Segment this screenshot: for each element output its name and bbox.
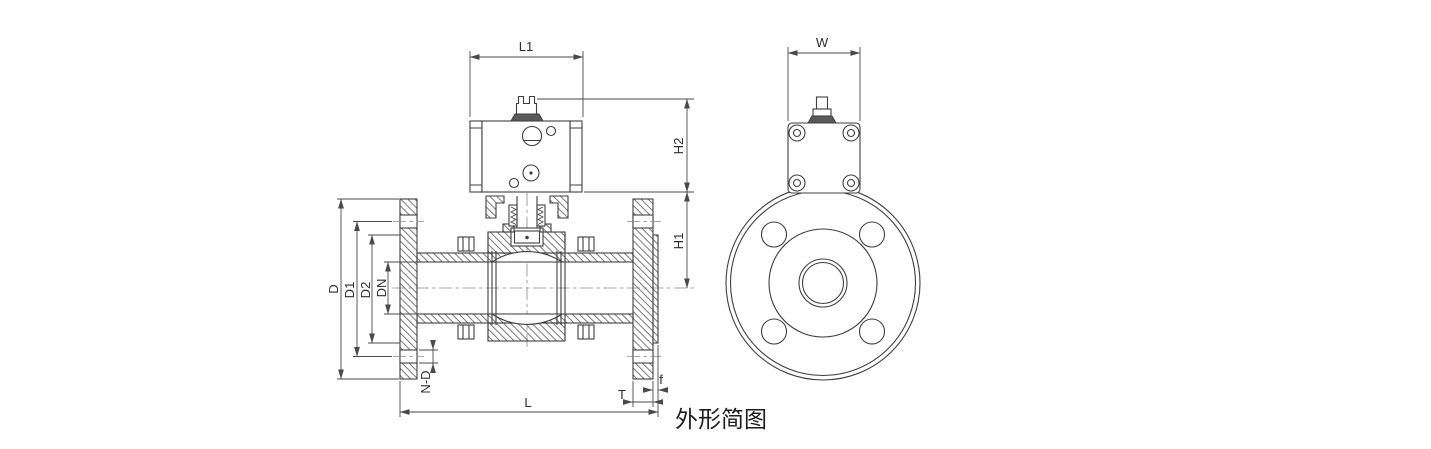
flange-od-circle (725, 185, 921, 381)
dim-label-d1: D1 (342, 282, 357, 299)
ball-bottom-arc (490, 313, 564, 325)
end-view: W (725, 35, 921, 381)
dim-label-dn: DN (374, 279, 389, 298)
spring-right (537, 206, 544, 225)
bracket-left (485, 195, 505, 219)
dim-label-d: D (326, 284, 341, 293)
dim-label-nd: N-D (418, 370, 433, 393)
dim-label-l1: L1 (519, 39, 533, 54)
spring-left (510, 206, 517, 225)
valve-body (416, 231, 634, 342)
actuator-screw (508, 177, 520, 189)
actuator-port-large (521, 125, 543, 147)
seat-rings (491, 251, 562, 325)
flange-face-circles (725, 185, 921, 381)
actuator-end-cap-right (569, 120, 583, 193)
dim-label-h1: H1 (671, 233, 686, 250)
stem-assembly (485, 195, 569, 247)
stem-end-top (815, 96, 829, 110)
actuator-port-small (545, 125, 557, 137)
dim-label-l: L (524, 395, 531, 410)
position-indicator (515, 95, 538, 115)
flange-bolt-holes (760, 221, 886, 345)
stem-shaft (516, 196, 538, 228)
dim-label-d2: D2 (358, 282, 373, 299)
stem-end-collar (812, 108, 832, 117)
dim-label-t: T (618, 387, 626, 402)
actuator-end-cap-left (469, 120, 483, 193)
stem-center-dot (525, 235, 529, 240)
bolt-hole (760, 318, 788, 345)
actuator-body (481, 120, 571, 193)
dim-label-h2: H2 (671, 138, 686, 155)
bolt-hole (760, 221, 788, 248)
dim-label-w: W (816, 35, 829, 50)
end-dimensions (787, 47, 861, 121)
bottom-cap (487, 322, 566, 342)
actuator-shaft-circle (522, 164, 540, 182)
flange-right (632, 198, 659, 380)
actuator-front (469, 95, 583, 193)
bolt-hole (858, 221, 886, 248)
body-bolts (457, 236, 595, 340)
flange-left (399, 198, 418, 380)
actuator-end-bolts (788, 124, 860, 192)
indicator-base (510, 113, 544, 122)
raised-face-circle (768, 228, 878, 338)
drawing-caption: 外形简图 (675, 406, 767, 432)
chamber-walls (487, 232, 566, 341)
front-dimensions (337, 51, 694, 417)
dim-label-f: f (659, 372, 663, 387)
stem-end-base (807, 115, 837, 124)
ball-top-arc (490, 251, 564, 263)
bore-circle (798, 258, 848, 308)
bolt-hole (858, 318, 886, 345)
actuator-end (787, 96, 861, 194)
front-view: L1 H2 H1 D D1 D2 DN N-D L T f (326, 39, 695, 417)
raised-face (652, 234, 659, 344)
bracket-right (549, 195, 569, 219)
